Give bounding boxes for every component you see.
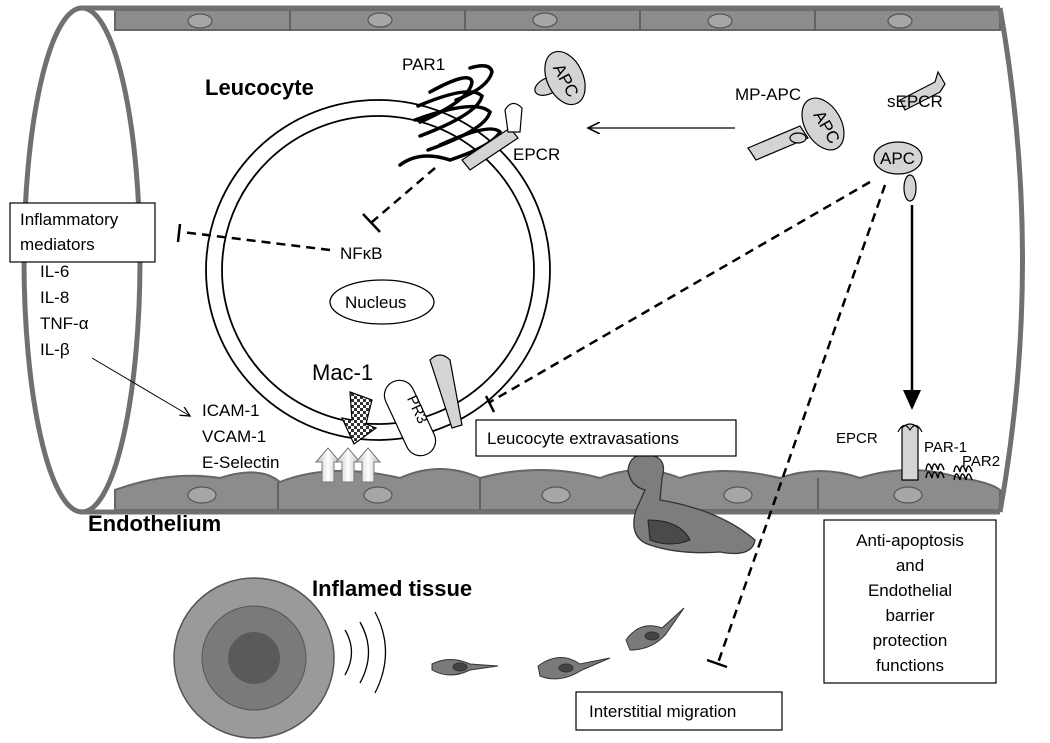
epcr-receptor-top-icon — [461, 102, 523, 171]
epcr-bottom-label: EPCR — [836, 430, 878, 447]
adhesion-up-arrows-icon — [314, 447, 382, 483]
endothelium-label: Endothelium — [88, 511, 221, 536]
interstitial-migration-label: Interstitial migration — [589, 702, 736, 721]
inflamed-tissue-label: Inflamed tissue — [312, 576, 472, 601]
nfkb-label: NFκB — [340, 244, 383, 263]
interstitial-migration-box — [575, 691, 783, 731]
inflamed-tissue-icon — [173, 577, 335, 739]
endothelium-top-nuclei — [187, 12, 913, 29]
mediator-item: IL-β — [40, 340, 70, 359]
vessel-right-end — [997, 7, 1025, 513]
adhesion-molecule-item: ICAM-1 — [202, 401, 260, 420]
protection-line: barrier — [885, 606, 934, 625]
mediator-item: IL-8 — [40, 288, 69, 307]
endothelium-bottom-nuclei — [187, 486, 923, 504]
par1-receptor-icon — [398, 64, 503, 167]
blood-vessel — [21, 5, 1025, 515]
mediator-item: TNF-α — [40, 314, 89, 333]
par2-label: PAR2 — [962, 453, 1000, 470]
apc-right-icon — [873, 141, 923, 202]
leucocyte-extravasations-label: Leucocyte extravasations — [487, 429, 679, 448]
leucocyte-extravasations-box — [475, 419, 737, 457]
leucocyte-inner-membrane — [221, 115, 535, 425]
protection-line: and — [896, 556, 924, 575]
apc-right-label: APC — [880, 149, 915, 168]
connector-lines — [91, 128, 921, 669]
endothelium-top-cells — [289, 10, 816, 30]
nucleus-label: Nucleus — [345, 293, 406, 312]
adhesion-molecule-item: VCAM-1 — [202, 427, 266, 446]
epcr-receptor-bottom-icon — [897, 423, 923, 481]
inflammatory-mediators-title-1: Inflammatory — [20, 210, 119, 229]
par-1-label: PAR-1 — [924, 439, 967, 456]
par-receptors-bottom-icon — [925, 463, 973, 481]
protection-box — [823, 519, 997, 684]
migrating-cells-icon — [431, 607, 685, 680]
chemoattractant-waves-icon — [344, 611, 387, 694]
inflammatory-mediators-title-2: mediators — [20, 235, 95, 254]
par1-label: PAR1 — [402, 55, 445, 74]
mediator-item: IL-6 — [40, 262, 69, 281]
leucocyte-cell — [205, 99, 551, 441]
protection-line: Endothelial — [868, 581, 952, 600]
mac1-icon — [340, 391, 378, 445]
inflammatory-mediators-box — [9, 202, 156, 263]
protection-line: Anti-apoptosis — [856, 531, 964, 550]
protection-line: functions — [876, 656, 944, 675]
protection-line: protection — [873, 631, 948, 650]
epcr-top-label: EPCR — [513, 145, 560, 164]
extravasating-leucocyte-icon — [627, 453, 756, 555]
nucleus-shape — [329, 279, 435, 325]
pr3-icon — [383, 354, 463, 457]
sepcr-label: sEPCR — [887, 92, 943, 111]
mp-apc-label: MP-APC — [735, 85, 801, 104]
mac1-label: Mac-1 — [312, 360, 373, 385]
leucocyte-label: Leucocyte — [205, 75, 314, 100]
mp-apc-icon — [747, 97, 845, 161]
apc-top-icon — [534, 50, 586, 106]
adhesion-molecule-item: E-Selectin — [202, 453, 279, 472]
sepcr-icon — [899, 70, 946, 111]
